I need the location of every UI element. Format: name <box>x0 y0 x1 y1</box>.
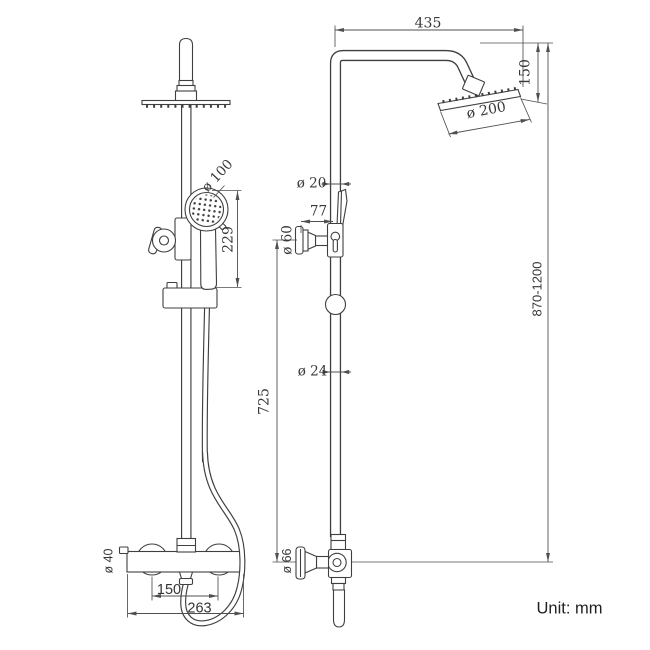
side-view-dimensions: 435 150 ø 200 ø 20 77 ø 60 870-1200 ø 24… <box>257 16 553 574</box>
dim-valve-flange-diameter: ø 66 <box>280 548 294 573</box>
dim-valve-body-diameter: ø 40 <box>102 548 116 573</box>
hand-shower-front <box>184 187 229 290</box>
dim-lower-section-height: 725 <box>257 388 273 415</box>
dim-upper-pipe-diameter: ø 20 <box>297 176 327 192</box>
pipe-ball-joint-side <box>324 293 347 316</box>
front-view-drawing: ø 100 229 ø 40 150 263 <box>102 37 246 627</box>
thermostatic-valve-front <box>118 537 245 576</box>
dim-hand-shower-diameter: ø 100 <box>199 156 237 195</box>
unit-note: Unit: mm <box>537 600 603 618</box>
wall-bracket-side <box>294 222 344 258</box>
side-view-drawing: 435 150 ø 200 ø 20 77 ø 60 870-1200 ø 24… <box>257 16 553 628</box>
hand-shower-side <box>336 188 348 228</box>
shower-hose-front-upper <box>201 289 211 463</box>
dim-lower-pipe-diameter: ø 24 <box>298 364 328 380</box>
dim-head-diameter: ø 200 <box>465 99 507 122</box>
dim-bracket-projection: 77 <box>310 204 327 220</box>
dim-overall-height-range: 870-1200 <box>530 262 545 317</box>
dim-bracket-flange-diameter: ø 60 <box>280 225 296 255</box>
hose-outlet-stub-side <box>332 589 346 628</box>
rain-shower-head-front <box>141 99 231 108</box>
hand-shower-holder-front <box>148 217 192 261</box>
shower-hose-front-loop <box>180 451 246 627</box>
valve-outlet-front <box>178 571 194 586</box>
dim-connection-spacing: 150 <box>157 582 181 598</box>
dim-valve-overall-width: 263 <box>187 601 211 617</box>
thermostatic-valve-side <box>295 533 353 628</box>
dim-hand-shower-length: 229 <box>221 226 237 253</box>
riser-pipe-side <box>329 49 475 537</box>
rain-shower-head-side <box>437 74 522 112</box>
dim-arm-reach: 435 <box>415 16 442 32</box>
spray-face-dots <box>191 194 222 225</box>
dim-head-drop: 150 <box>518 59 534 86</box>
slide-bar-bracket-front <box>162 281 218 309</box>
ceiling-pipe-front <box>174 37 198 103</box>
